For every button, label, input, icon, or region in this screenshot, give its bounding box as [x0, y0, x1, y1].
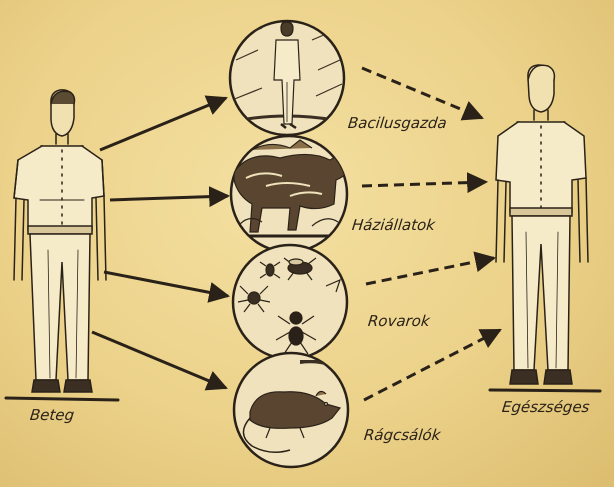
dashed-arrow-from-carrier	[362, 68, 482, 118]
solid-arrows	[92, 98, 228, 388]
insects-label: Rovarok	[367, 312, 431, 330]
carrier-label: Bacilusgazda	[347, 114, 448, 132]
dashed-arrow-from-rodents	[364, 330, 500, 400]
insects-circle	[233, 245, 347, 359]
healthy-man-figure	[490, 65, 600, 391]
sick-label: Beteg	[29, 406, 75, 424]
arrow-to-rodents	[92, 332, 226, 388]
rodents-label: Rágcsálók	[363, 426, 441, 444]
livestock-circle	[231, 136, 352, 252]
rodents-circle	[234, 353, 348, 467]
livestock-label: Háziállatok	[351, 216, 436, 234]
arrow-to-insects	[104, 272, 228, 296]
arrow-to-carrier	[100, 98, 226, 150]
sick-man-figure	[6, 90, 118, 400]
carrier-circle	[230, 21, 344, 135]
dashed-arrow-from-livestock	[362, 182, 486, 186]
healthy-label: Egészséges	[501, 398, 590, 416]
arrow-to-livestock	[110, 196, 228, 200]
dashed-arrow-from-insects	[366, 258, 494, 284]
